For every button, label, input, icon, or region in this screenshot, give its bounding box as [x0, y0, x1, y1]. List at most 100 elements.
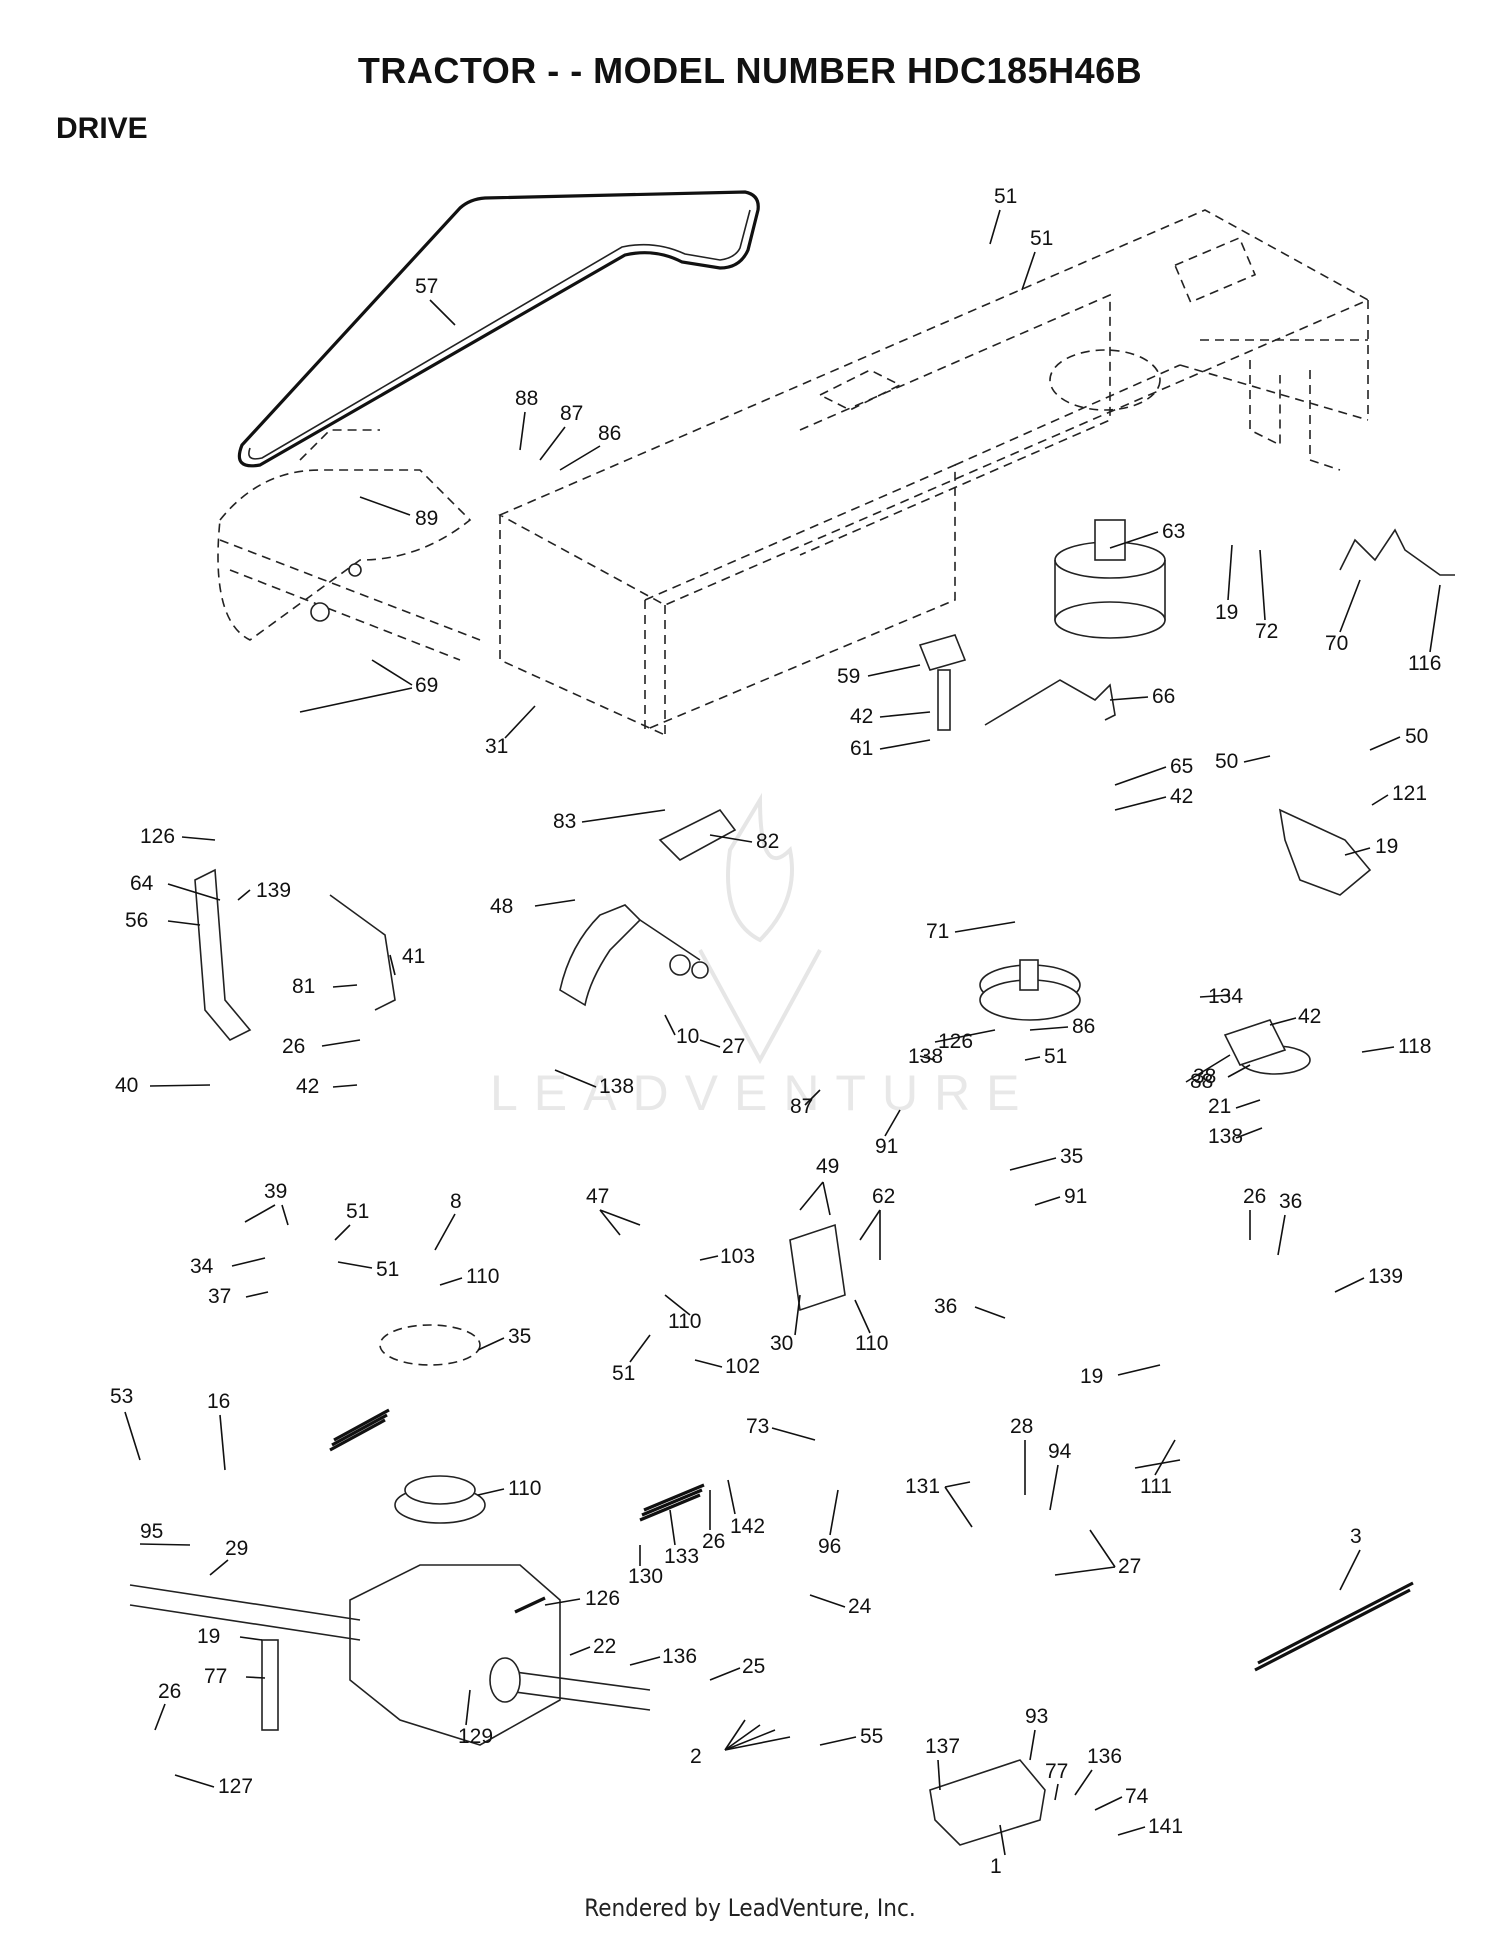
callout-label: 51 — [376, 1258, 399, 1281]
callout-label: 8 — [450, 1190, 462, 1213]
callout-label: 51 — [612, 1362, 635, 1385]
callout-label: 126 — [585, 1587, 620, 1610]
callout-label: 73 — [746, 1415, 769, 1438]
callout-label: 111 — [1140, 1475, 1172, 1498]
callout-label: 35 — [508, 1325, 531, 1348]
callout-label: 49 — [816, 1155, 839, 1178]
callout-label: 96 — [818, 1535, 841, 1558]
callout-label: 89 — [415, 507, 438, 530]
callout-label: 110 — [668, 1310, 701, 1333]
callout-label: 50 — [1405, 725, 1428, 748]
pulley-63 — [1054, 519, 1166, 639]
callout-label: 40 — [115, 1074, 138, 1097]
callout-label: 110 — [855, 1332, 888, 1355]
callout-label: 26 — [702, 1530, 725, 1553]
callout-label: 53 — [110, 1385, 133, 1408]
callout-label: 116 — [1408, 652, 1441, 675]
front-hood-mount — [217, 429, 481, 661]
callout-label: 21 — [1208, 1095, 1231, 1118]
callout-label: 30 — [770, 1332, 793, 1355]
callout-label: 64 — [130, 872, 154, 895]
callout-label: 28 — [1010, 1415, 1033, 1438]
callout-label: 27 — [722, 1035, 745, 1058]
callout-label: 77 — [204, 1665, 227, 1688]
pulley-38 — [979, 959, 1081, 1021]
callout-label: 118 — [1398, 1035, 1431, 1058]
callout-label: 1 — [990, 1855, 1002, 1878]
bracket-128 — [929, 1759, 1046, 1846]
callout-label: 72 — [1255, 620, 1278, 643]
callout-label: 24 — [848, 1595, 872, 1618]
callout-label: 130 — [628, 1565, 663, 1588]
callout-label: 74 — [1125, 1785, 1149, 1808]
watermark-text: LEADVENTURE — [490, 1065, 1036, 1121]
callout-label: 36 — [934, 1295, 957, 1318]
callout-label: 91 — [1064, 1185, 1087, 1208]
callout-label: 70 — [1325, 632, 1348, 655]
callout-label: 138 — [1208, 1125, 1243, 1148]
lever-134 — [329, 894, 396, 1011]
callout-label: 47 — [586, 1185, 609, 1208]
callout-label: 29 — [225, 1537, 248, 1560]
callout-label: 51 — [346, 1200, 369, 1223]
spring-55 — [1254, 1581, 1414, 1672]
spring-2 — [514, 1596, 546, 1614]
callout-label: 65 — [1170, 755, 1193, 778]
callout-label: 126 — [938, 1030, 973, 1053]
callout-label: 16 — [207, 1390, 230, 1413]
callout-label: 95 — [140, 1520, 163, 1543]
callout-label: 27 — [1118, 1555, 1141, 1578]
callout-label: 126 — [140, 825, 175, 848]
callout-label: 19 — [1080, 1365, 1103, 1388]
callout-label: 19 — [1375, 835, 1398, 858]
callout-label: 22 — [593, 1635, 616, 1658]
pulley-94 — [379, 1324, 481, 1366]
callout-label: 26 — [158, 1680, 181, 1703]
callout-label: 19 — [197, 1625, 220, 1648]
spring-clip-70 — [1339, 528, 1455, 576]
callout-label: 63 — [1162, 520, 1185, 543]
callout-label: 137 — [925, 1735, 960, 1758]
callout-label: 127 — [218, 1775, 253, 1798]
callout-label: 102 — [725, 1355, 760, 1378]
callout-label: 51 — [1044, 1045, 1067, 1068]
callout-label: 62 — [872, 1185, 895, 1208]
callout-label: 138 — [908, 1045, 943, 1068]
callout-label: 42 — [1298, 1005, 1321, 1028]
callout-label: 110 — [466, 1265, 499, 1288]
callout-label: 57 — [415, 275, 438, 298]
callout-label: 136 — [1087, 1745, 1122, 1768]
callout-label: 77 — [1045, 1760, 1068, 1783]
callout-label: 139 — [1368, 1265, 1403, 1288]
bracket-111 — [789, 1223, 846, 1312]
callout-label: 141 — [1148, 1815, 1183, 1838]
callout-label: 50 — [1215, 750, 1238, 773]
callout-label: 86 — [1072, 1015, 1095, 1038]
spring-95 — [329, 1408, 390, 1452]
callout-label: 133 — [664, 1545, 699, 1568]
callout-label: 66 — [1152, 685, 1175, 708]
callout-label: 42 — [296, 1075, 319, 1098]
callout-label: 41 — [402, 945, 425, 968]
bracket-71 — [194, 868, 252, 1041]
callout-label: 91 — [875, 1135, 898, 1158]
callout-label: 48 — [490, 895, 513, 918]
callout-label: 93 — [1025, 1705, 1048, 1728]
callout-label: 129 — [458, 1725, 493, 1748]
callout-label: 51 — [1030, 227, 1053, 250]
page-title: TRACTOR - - MODEL NUMBER HDC185H46B — [357, 50, 1143, 91]
spring-25 — [639, 1483, 705, 1522]
callout-label: 121 — [1392, 782, 1427, 805]
callout-label: 82 — [756, 830, 779, 853]
watermark-logo: LEADVENTURE — [490, 792, 1036, 1121]
callout-label: 142 — [730, 1515, 765, 1538]
transaxle — [129, 1564, 651, 1746]
idler-arm-48 — [1278, 808, 1372, 896]
callout-label: 110 — [508, 1477, 541, 1500]
section-title: DRIVE — [56, 112, 148, 145]
callout-label: 42 — [850, 705, 873, 728]
bracket-49 — [1223, 1019, 1287, 1066]
callout-label: 87 — [790, 1095, 813, 1118]
callout-label: 3 — [1350, 1525, 1362, 1548]
callout-label: 35 — [1060, 1145, 1083, 1168]
